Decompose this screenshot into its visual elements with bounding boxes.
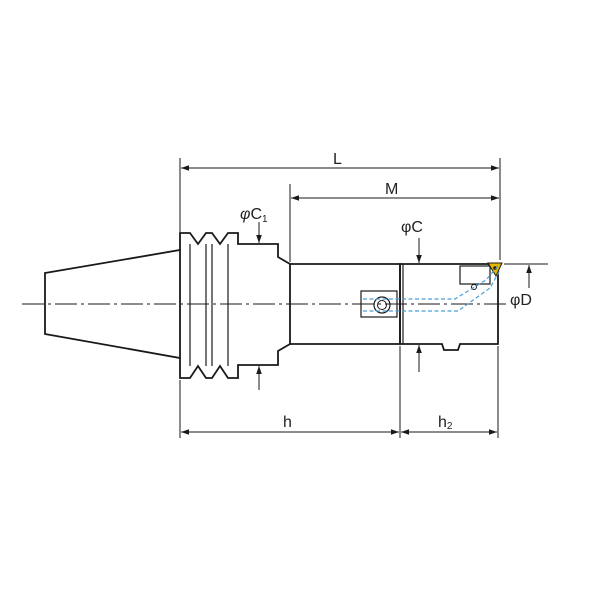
boring-head: [399, 263, 499, 351]
insert-pocket: [459, 265, 491, 285]
label-L: L: [333, 151, 342, 168]
label-M: M: [385, 181, 398, 198]
label-phi-C: φC: [401, 219, 423, 236]
h-letter: h: [438, 414, 447, 431]
adjustment-screw-box: [360, 290, 398, 318]
phi-symbol: φ: [240, 206, 250, 223]
c-letter: C: [250, 206, 262, 223]
coolant-passage: [363, 269, 501, 312]
label-h2: h2: [438, 414, 453, 432]
subscript-1: 1: [262, 214, 268, 225]
label-h: h: [283, 414, 292, 431]
flange-body: [179, 232, 291, 379]
label-phi-C1: φC1: [240, 206, 268, 225]
coolant-passage: [363, 265, 499, 300]
adjustment-screw-outer: [373, 296, 391, 314]
adjustment-screw-inner: [377, 300, 387, 310]
insert-screw: [471, 284, 477, 290]
label-phi-D: φD: [510, 292, 532, 309]
subscript-2: 2: [447, 421, 453, 432]
